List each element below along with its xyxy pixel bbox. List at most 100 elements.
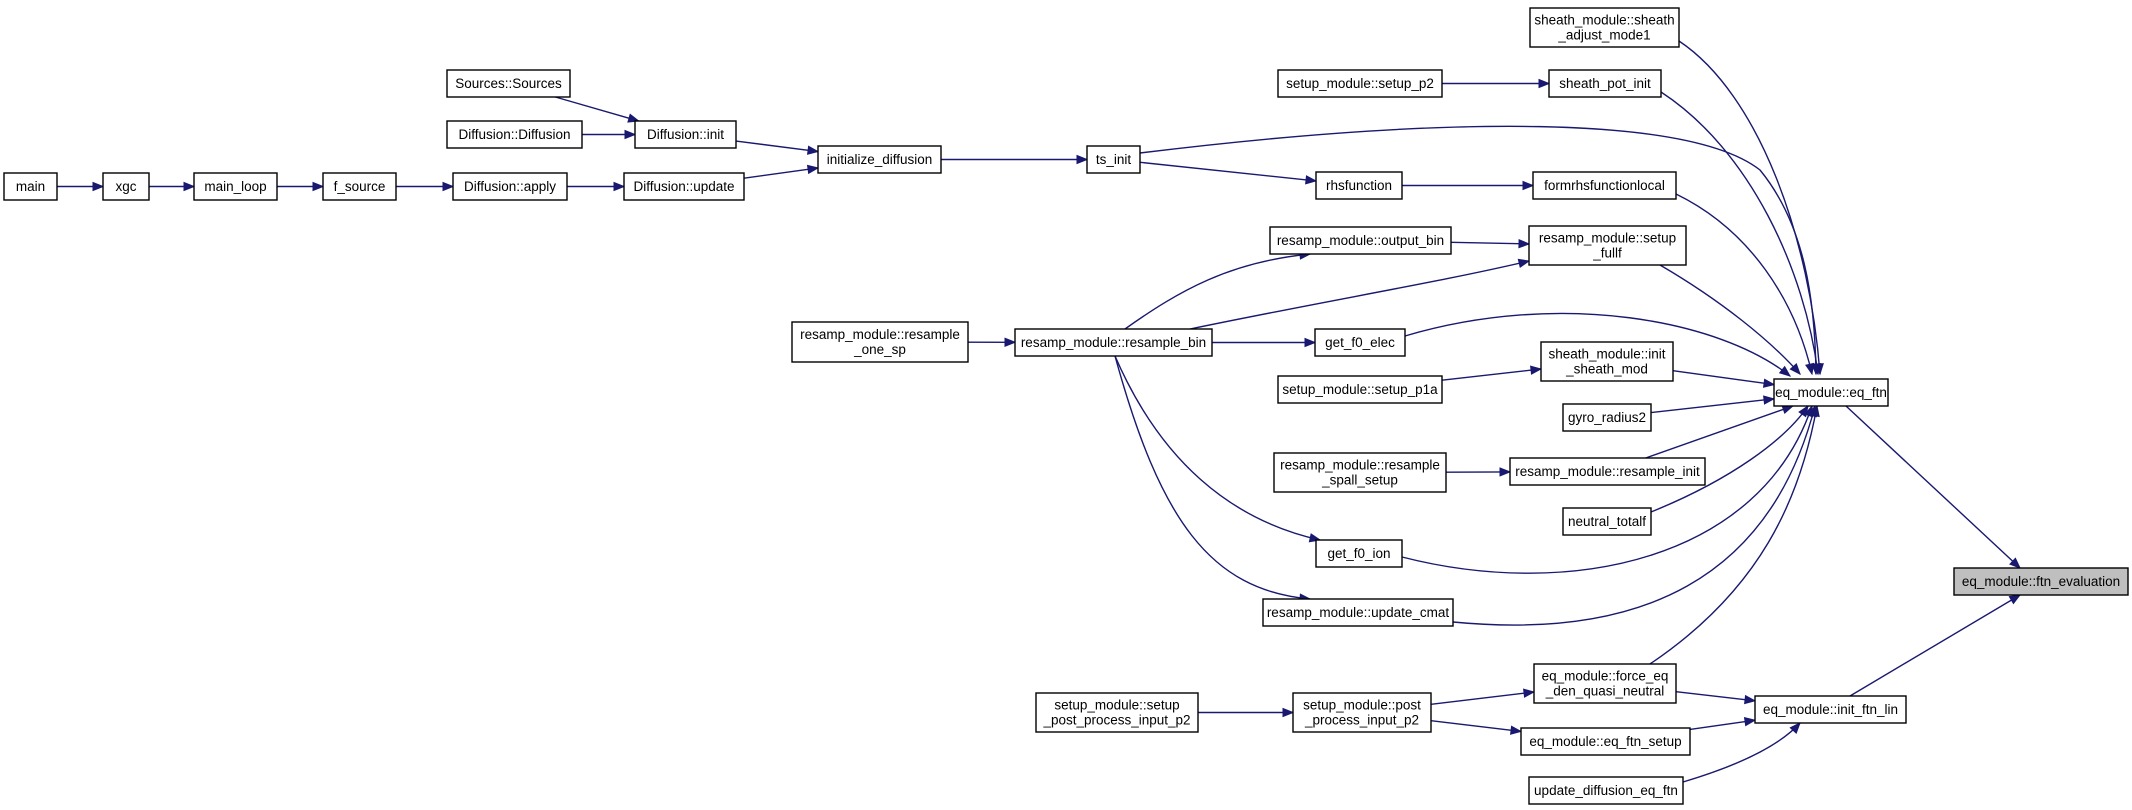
- node-box: [1315, 539, 1403, 568]
- node-output-bin[interactable]: resamp_module::output_bin: [1269, 226, 1452, 255]
- edge-f_source-to-diff_apply: [396, 181, 455, 192]
- node-setup-p1a[interactable]: setup_module::setup_p1a: [1277, 375, 1443, 404]
- node-box: [1086, 145, 1141, 174]
- arrowhead-icon: [1743, 717, 1757, 727]
- node-f-source[interactable]: f_source: [322, 172, 397, 201]
- arrowhead-icon: [1004, 337, 1017, 348]
- node-box: [3, 172, 58, 201]
- node-main-loop[interactable]: main_loop: [193, 172, 278, 201]
- edge-eq_ftn_setup-to-init_ftn_lin: [1689, 717, 1757, 731]
- node-label: _one_sp: [853, 342, 906, 357]
- edge-line: [1430, 720, 1522, 733]
- node-formrhs[interactable]: formrhsfunctionlocal: [1532, 171, 1677, 200]
- node-init-sheath-mod[interactable]: sheath_module::init_sheath_mod: [1540, 341, 1674, 382]
- edge-line: [1650, 405, 1809, 513]
- node-sources[interactable]: Sources::Sources: [446, 69, 571, 98]
- node-init-diffusion[interactable]: initialize_diffusion: [817, 145, 942, 174]
- node-update-diff-eq[interactable]: update_diffusion_eq_ftn: [1528, 776, 1684, 805]
- edge-init_sheath_mod-to-eq_ftn: [1672, 369, 1776, 388]
- node-label: main: [16, 179, 45, 194]
- node-box: [634, 120, 737, 149]
- arrowhead-icon: [1811, 363, 1821, 376]
- node-rhsfunction[interactable]: rhsfunction: [1315, 171, 1403, 200]
- node-label: eq_module::eq_ftn_setup: [1529, 734, 1681, 749]
- edge-setup_fullf-to-eq_ftn: [1659, 264, 1801, 376]
- node-post-p2[interactable]: setup_module::post_process_input_p2: [1292, 692, 1432, 733]
- node-box: [1540, 341, 1674, 382]
- node-gyro-radius2[interactable]: gyro_radius2: [1562, 403, 1652, 432]
- node-init-ftn-lin[interactable]: eq_module::init_ftn_lin: [1754, 695, 1907, 724]
- node-box: [623, 172, 745, 201]
- node-label: _sheath_mod: [1565, 362, 1648, 377]
- edge-line: [1139, 125, 1817, 375]
- node-xgc[interactable]: xgc: [102, 172, 150, 201]
- node-sheath-adjust[interactable]: sheath_module::sheath_adjust_mode1: [1529, 7, 1680, 48]
- node-box: [1528, 776, 1684, 805]
- node-ftn-evaluation[interactable]: eq_module::ftn_evaluation: [1953, 567, 2129, 596]
- node-label: _process_input_p2: [1304, 713, 1419, 728]
- node-box: [1314, 328, 1406, 357]
- node-diff-apply[interactable]: Diffusion::apply: [452, 172, 568, 201]
- node-resample-bin[interactable]: resamp_module::resample_bin: [1014, 328, 1213, 357]
- node-diff-init[interactable]: Diffusion::init: [634, 120, 737, 149]
- node-main[interactable]: main: [3, 172, 58, 201]
- node-label: resamp_module::output_bin: [1277, 233, 1444, 248]
- node-label: resamp_module::resample_init: [1515, 464, 1700, 479]
- edge-line: [1849, 594, 2021, 697]
- node-spall-setup[interactable]: resamp_module::resample_spall_setup: [1273, 452, 1447, 493]
- nodes-layer: main xgc main_loop f_source Diffusion::apply…: [3, 7, 2129, 805]
- node-label: gyro_radius2: [1568, 410, 1646, 425]
- node-label: main_loop: [204, 179, 266, 194]
- node-get-f0-ion[interactable]: get_f0_ion: [1315, 539, 1403, 568]
- node-diff-diff[interactable]: Diffusion::Diffusion: [446, 120, 583, 149]
- arrowhead-icon: [806, 164, 820, 175]
- node-get-f0-elec[interactable]: get_f0_elec: [1314, 328, 1406, 357]
- node-box: [1269, 226, 1452, 255]
- node-eq-ftn-setup[interactable]: eq_module::eq_ftn_setup: [1520, 727, 1691, 756]
- node-box: [446, 69, 571, 98]
- arrowhead-icon: [1762, 378, 1776, 388]
- node-resample-init[interactable]: resamp_module::resample_init: [1509, 457, 1706, 486]
- edge-sources-to-diff_init: [555, 96, 640, 123]
- node-label: neutral_totalf: [1568, 514, 1646, 529]
- edge-line: [1660, 91, 1819, 375]
- node-setup-fullf[interactable]: resamp_module::setup_fullf: [1528, 225, 1687, 266]
- edge-formrhs-to-eq_ftn: [1675, 193, 1815, 376]
- edge-line: [743, 167, 819, 179]
- arrowhead-icon: [1518, 238, 1531, 249]
- node-neutral-totalf[interactable]: neutral_totalf: [1562, 507, 1652, 536]
- edge-line: [1450, 241, 1530, 245]
- node-ts-init[interactable]: ts_init: [1086, 145, 1141, 174]
- edge-force_eq-to-init_ftn_lin: [1675, 690, 1757, 705]
- node-sheath-pot-init[interactable]: sheath_pot_init: [1548, 69, 1662, 98]
- edge-line: [1675, 690, 1756, 702]
- node-force-eq[interactable]: eq_module::force_eq_den_quasi_neutral: [1533, 663, 1677, 704]
- edge-output_bin-to-setup_fullf: [1450, 238, 1531, 249]
- arrowhead-icon: [1789, 362, 1801, 376]
- edge-resample_bin-to-setup_fullf: [1189, 258, 1531, 330]
- node-label: get_f0_ion: [1327, 546, 1390, 561]
- arrowhead-icon: [1305, 175, 1318, 185]
- node-label: setup_module::setup_p2: [1286, 76, 1434, 91]
- edge-setup_p2-to-sheath_pot_init: [1442, 78, 1551, 89]
- node-label: _den_quasi_neutral: [1545, 684, 1665, 699]
- node-resample-one-sp[interactable]: resamp_module::resample_one_sp: [791, 321, 969, 363]
- node-label: setup_module::setup: [1054, 698, 1179, 713]
- node-setup-post-p2[interactable]: setup_module::setup_post_process_input_p…: [1035, 692, 1199, 733]
- node-update-cmat[interactable]: resamp_module::update_cmat: [1262, 598, 1454, 627]
- node-setup-p2[interactable]: setup_module::setup_p2: [1277, 69, 1443, 98]
- edge-diff_update-to-init_diffusion: [743, 164, 820, 179]
- arrowhead-icon: [627, 113, 640, 123]
- node-box: [1754, 695, 1907, 724]
- node-box: [1035, 692, 1199, 733]
- arrowhead-icon: [806, 145, 820, 155]
- edge-line: [1672, 369, 1775, 386]
- edge-spall_setup-to-resample_init: [1445, 467, 1512, 477]
- node-box: [193, 172, 278, 201]
- node-diff-update[interactable]: Diffusion::update: [623, 172, 745, 201]
- arrowhead-icon: [1530, 365, 1543, 375]
- node-box: [1262, 598, 1454, 627]
- arrowhead-icon: [312, 181, 325, 192]
- node-eq-ftn[interactable]: eq_module::eq_ftn: [1773, 378, 1889, 407]
